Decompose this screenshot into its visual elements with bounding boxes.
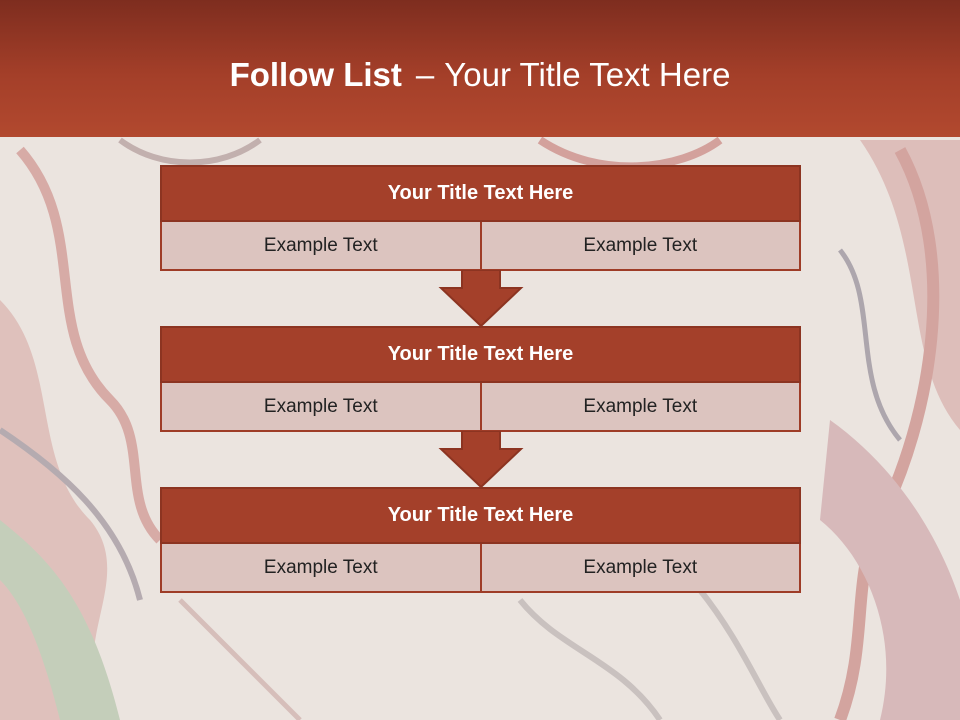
slide-title-rest: Your Title Text Here bbox=[444, 56, 731, 93]
flow-block-cell-right: Example Text bbox=[481, 222, 801, 271]
flow-block-cell-left: Example Text bbox=[160, 383, 482, 432]
slide-title-bold: Follow List bbox=[229, 56, 402, 93]
flow-block-cell-right: Example Text bbox=[481, 383, 801, 432]
header-band: Follow List–Your Title Text Here bbox=[0, 0, 960, 137]
flow-block-3: Your Title Text Here Example Text Exampl… bbox=[160, 487, 801, 593]
flow-block-title: Your Title Text Here bbox=[160, 487, 801, 544]
flow-block-cell-right: Example Text bbox=[481, 544, 801, 593]
flow-block-row: Example Text Example Text bbox=[160, 383, 801, 432]
flow-block-cell-left: Example Text bbox=[160, 222, 482, 271]
flow-block-cell-left: Example Text bbox=[160, 544, 482, 593]
flow-block-1: Your Title Text Here Example Text Exampl… bbox=[160, 165, 801, 271]
down-arrow-icon bbox=[438, 431, 524, 489]
flow-block-2: Your Title Text Here Example Text Exampl… bbox=[160, 326, 801, 432]
flow-block-title: Your Title Text Here bbox=[160, 165, 801, 222]
flow-block-row: Example Text Example Text bbox=[160, 222, 801, 271]
down-arrow-icon bbox=[438, 270, 524, 328]
flow-block-title: Your Title Text Here bbox=[160, 326, 801, 383]
slide-title: Follow List–Your Title Text Here bbox=[0, 52, 960, 98]
slide-title-separator: – bbox=[415, 56, 435, 93]
flow-block-row: Example Text Example Text bbox=[160, 544, 801, 593]
